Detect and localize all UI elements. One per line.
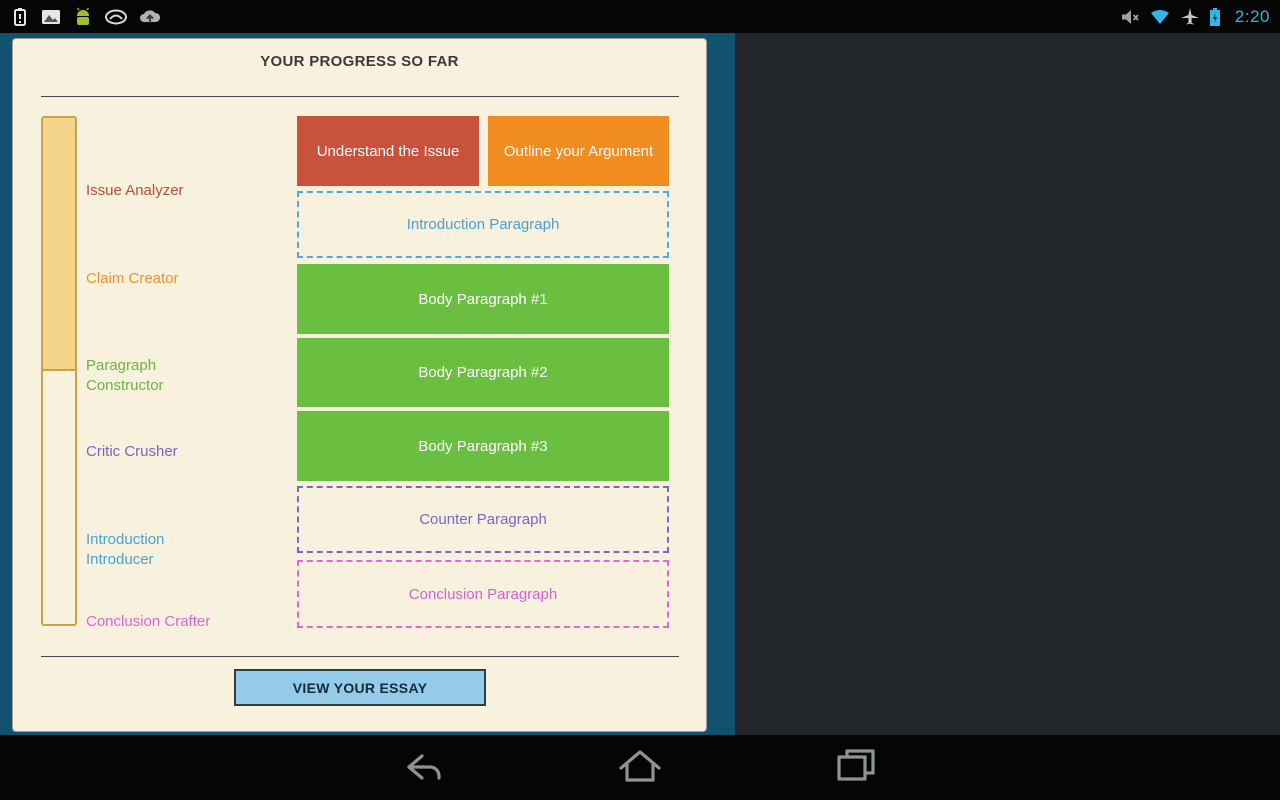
clock: 2:20 (1234, 6, 1270, 26)
recents-button[interactable] (832, 744, 880, 790)
cloud-upload-icon (140, 9, 161, 23)
airplane-icon (1180, 7, 1199, 25)
block-body-paragraph-1[interactable]: Body Paragraph #1 (297, 264, 669, 334)
progress-panel: YOUR PROGRESS SO FAR Issue Analyzer Clai… (12, 38, 707, 732)
tool-label-paragraph-constructor: Paragraph Constructor (86, 357, 164, 394)
panel-title: YOUR PROGRESS SO FAR (260, 53, 459, 70)
battery-icon (1209, 7, 1220, 26)
block-body-paragraph-2[interactable]: Body Paragraph #2 (297, 338, 669, 407)
tool-label-introduction-introducer: Introduction Introducer (86, 531, 165, 568)
wifi-icon (1150, 9, 1169, 24)
bottom-divider (41, 656, 679, 657)
tool-label-claim-creator: Claim Creator (86, 270, 179, 287)
status-bar: 2:20 (0, 0, 1280, 33)
battery-alert-icon (14, 7, 26, 26)
gallery-icon (42, 9, 60, 24)
view-essay-button[interactable]: VIEW YOUR ESSAY (234, 669, 486, 706)
main-content: YOUR PROGRESS SO FAR Issue Analyzer Clai… (0, 33, 1280, 735)
home-button[interactable] (616, 744, 664, 790)
block-counter-paragraph[interactable]: Counter Paragraph (297, 486, 669, 553)
android-icon (76, 7, 90, 25)
tool-label-critic-crusher: Critic Crusher (86, 443, 178, 460)
home-icon (619, 750, 661, 782)
system-status-icons: 2:20 (1119, 6, 1270, 28)
empty-background (735, 33, 1280, 735)
progress-meter (41, 116, 77, 626)
block-understand-the-issue[interactable]: Understand the Issue (297, 116, 479, 186)
mute-icon (1121, 9, 1139, 24)
navigation-bar (0, 735, 1280, 800)
block-introduction-paragraph[interactable]: Introduction Paragraph (297, 191, 669, 258)
progress-blocks: Understand the Issue Outline your Argume… (297, 116, 669, 628)
back-button[interactable] (400, 744, 448, 790)
block-conclusion-paragraph[interactable]: Conclusion Paragraph (297, 560, 669, 628)
top-divider (41, 96, 679, 97)
progress-meter-fill (43, 118, 75, 371)
tool-label-conclusion-crafter: Conclusion Crafter (86, 613, 211, 630)
swype-icon (105, 9, 127, 24)
tool-label-issue-analyzer: Issue Analyzer (86, 182, 184, 199)
block-outline-your-argument[interactable]: Outline your Argument (488, 116, 669, 186)
block-body-paragraph-3[interactable]: Body Paragraph #3 (297, 411, 669, 481)
notification-icons (10, 6, 162, 28)
back-icon (407, 754, 441, 780)
recents-icon (837, 749, 875, 781)
